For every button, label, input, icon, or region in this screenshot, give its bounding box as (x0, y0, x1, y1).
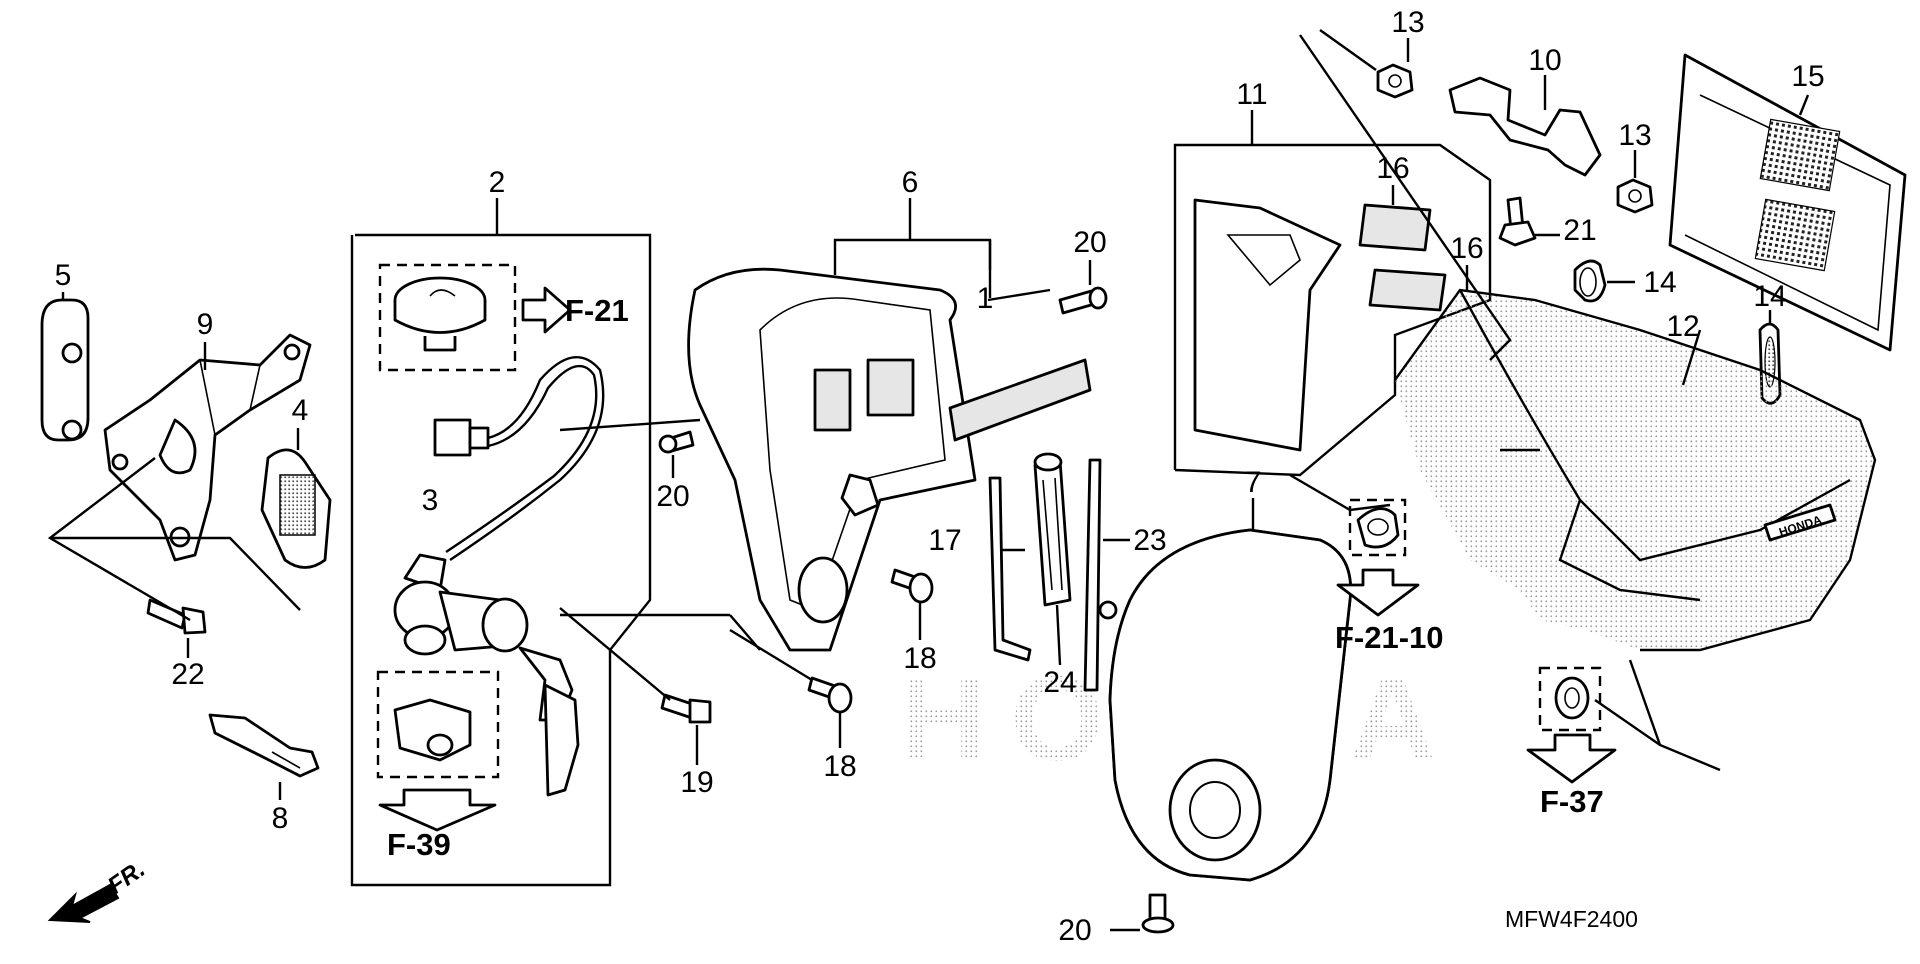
part-6-cover (559, 267, 977, 652)
callout-3: 3 (422, 484, 439, 517)
part-13-nut-lower (1616, 150, 1654, 214)
part-9-bracket (103, 333, 312, 562)
callout-10: 10 (1528, 44, 1561, 77)
callout-6: 6 (902, 166, 919, 199)
part-16-pad-upper (1358, 185, 1432, 252)
part-19-bolt (559, 607, 712, 765)
part-7-side-cover (1098, 498, 1353, 882)
drawing-code: MFW4F2400 (1505, 906, 1638, 932)
harness-connector (433, 356, 605, 561)
part-17-hex-wrench (988, 476, 1032, 662)
lock-sub-box (376, 670, 500, 832)
part-4-holder (260, 448, 332, 569)
part-14-grommet-upper (1573, 259, 1635, 303)
ref-f-21-10: F-21-10 (1335, 620, 1444, 655)
callout-20: 20 (1073, 226, 1106, 259)
callout-18: 18 (903, 642, 936, 675)
callout-5: 5 (55, 259, 72, 292)
callout-15: 15 (1791, 60, 1824, 93)
callout-20: 20 (656, 480, 689, 513)
part-11-emblem-panel (1193, 198, 1342, 452)
callout-13: 13 (1391, 6, 1424, 39)
callout-17: 17 (928, 524, 961, 557)
callout-19: 19 (680, 766, 713, 799)
leaders-left (47, 292, 301, 800)
callout-1: 1 (977, 282, 994, 315)
part-18-bolt-upper (890, 568, 934, 640)
part-20-pin-bottom (1110, 893, 1175, 934)
callout-8: 8 (272, 802, 289, 835)
callout-16: 16 (1376, 152, 1409, 185)
callout-14: 14 (1643, 266, 1676, 299)
callout-12: 12 (1666, 310, 1699, 343)
part-10-bracket (1448, 75, 1602, 177)
part-22-bolt (146, 598, 207, 635)
callout-23: 23 (1133, 524, 1166, 557)
part-24-screwdriver (1033, 452, 1072, 666)
part-18-bolt-lower (729, 628, 853, 748)
callout-7: 7 (1245, 466, 1262, 499)
part-1-pad (948, 288, 1092, 442)
ref-f-37: F-37 (1540, 784, 1604, 819)
group-6-brackets (833, 198, 992, 298)
ref-f-39: F-39 (387, 827, 451, 862)
ref-f-21: F-21 (565, 293, 629, 328)
part-5-plate (40, 298, 90, 442)
callout-16: 16 (1450, 232, 1483, 265)
callout-18: 18 (823, 750, 856, 783)
callout-20: 20 (1058, 914, 1091, 947)
fuel-cap-subassembly (378, 263, 572, 372)
part-12-side-cover: HONDA (1394, 288, 1877, 652)
grommet-f-37 (1526, 666, 1617, 784)
callout-24: 24 (1043, 666, 1076, 699)
callout-21: 21 (1563, 214, 1596, 247)
part-23-tool-rod (1083, 458, 1130, 692)
callout-4: 4 (292, 394, 309, 427)
part-8-key (208, 713, 320, 778)
front-direction-arrow (47, 883, 120, 923)
part-20-pin-top (1058, 260, 1108, 315)
part-15-label-sheet (1668, 53, 1907, 352)
callout-11: 11 (1236, 78, 1267, 111)
part-3-lock-cylinder (393, 553, 580, 797)
grommet-f-21-10 (1336, 498, 1420, 617)
callout-13: 13 (1618, 119, 1651, 152)
callout-22: 22 (171, 658, 204, 691)
callout-2: 2 (489, 166, 506, 199)
part-21-bolt (1498, 196, 1560, 247)
callout-9: 9 (197, 308, 214, 341)
part-13-nut-upper (1319, 29, 1414, 99)
callout-14: 14 (1753, 280, 1786, 313)
part-20-pin-left (658, 430, 695, 478)
